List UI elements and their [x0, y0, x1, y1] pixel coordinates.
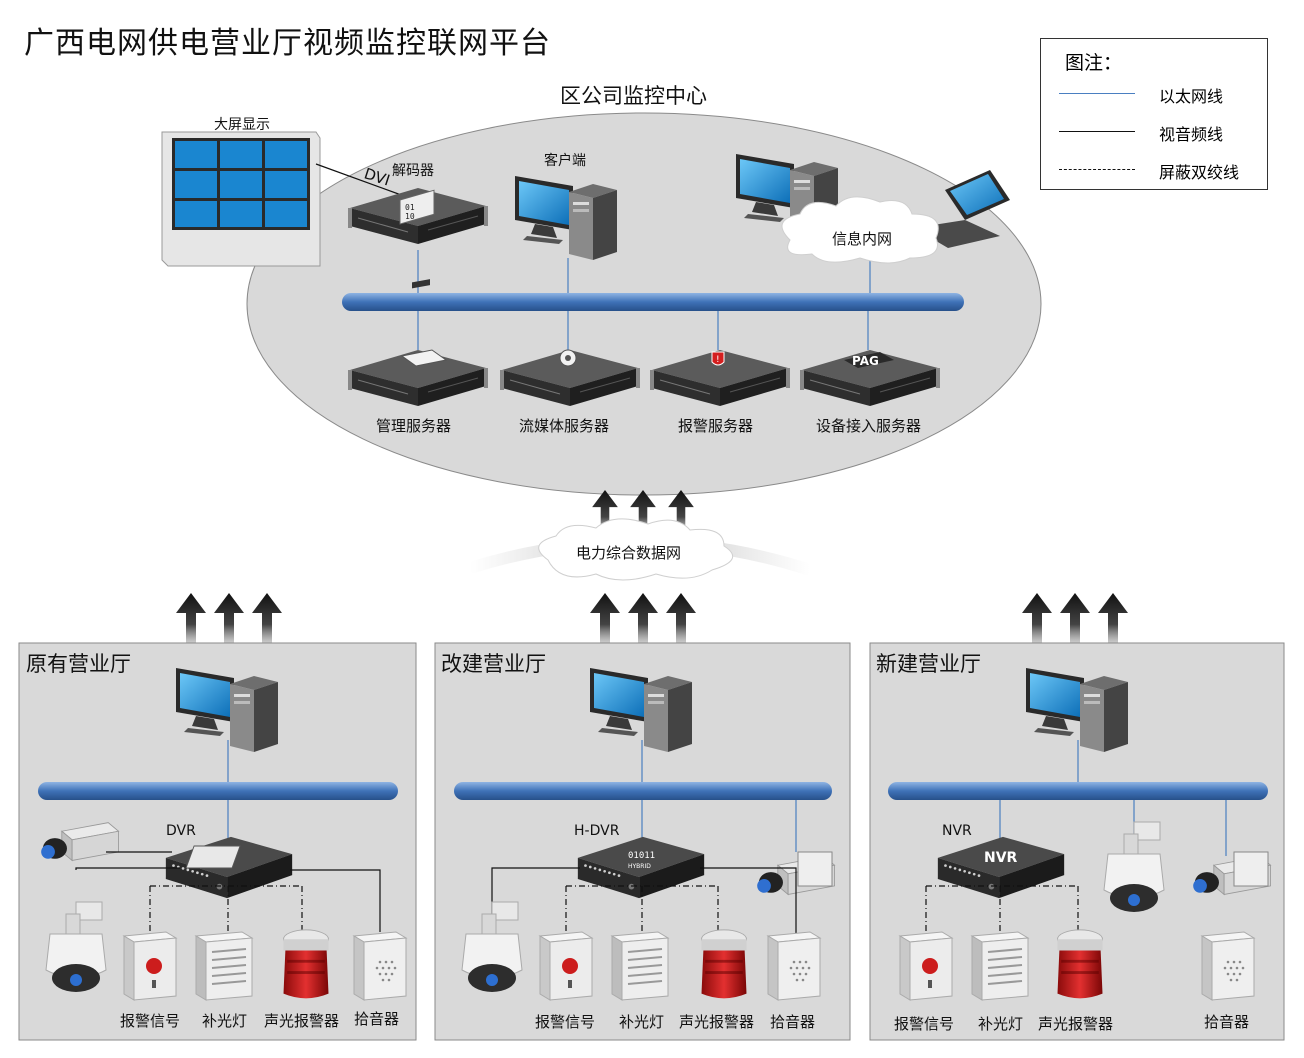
- hall3-recorder-label: NVR: [942, 823, 972, 839]
- hall3-device-siren: 声光报警器: [1038, 1015, 1114, 1033]
- hall3-device-alarm: 报警信号: [894, 1015, 955, 1033]
- server-label-alarm: 报警服务器: [678, 417, 754, 435]
- hall1-device-siren: 声光报警器: [264, 1012, 340, 1030]
- svg-text:NVR: NVR: [984, 850, 1018, 866]
- hall3-device-speaker: 拾音器: [1204, 1013, 1250, 1031]
- legend-label-shielded: 屏蔽双绞线: [1159, 163, 1240, 182]
- hall2-device-alarm: 报警信号: [535, 1013, 596, 1031]
- server-label-management: 管理服务器: [376, 417, 452, 435]
- dvi-cable: [315, 163, 405, 197]
- media-server-icon: [559, 349, 577, 367]
- server-label-access: 设备接入服务器: [816, 417, 922, 435]
- svg-text:10: 10: [405, 212, 415, 221]
- decoder-label: 解码器: [392, 163, 434, 179]
- intranet-label: 信息内网: [832, 230, 893, 248]
- svg-text:01011: 01011: [628, 851, 655, 861]
- page-title: 广西电网供电营业厅视频监控联网平台: [24, 26, 551, 61]
- data-network-cloud: [538, 518, 734, 581]
- hall3-device-light: 补光灯: [978, 1015, 1024, 1033]
- hall1-device-light: 补光灯: [202, 1012, 248, 1030]
- hall1-device-speaker: 拾音器: [354, 1010, 400, 1028]
- hall2-title: 改建营业厅: [441, 652, 546, 676]
- ie-icon: [797, 851, 833, 887]
- svg-text:HYBRID: HYBRID: [628, 863, 651, 870]
- hall1-contents: [38, 668, 407, 1001]
- legend-label-av: 视音频线: [1159, 125, 1224, 144]
- legend-item-shielded: 屏蔽双绞线: [1059, 159, 1259, 182]
- hall1-device-alarm: 报警信号: [120, 1012, 181, 1030]
- legend-line-shielded: [1059, 169, 1135, 170]
- hall1-recorder-label: DVR: [166, 823, 196, 839]
- svg-text:PAG: PAG: [852, 354, 879, 368]
- center-ethernet-bus: [342, 293, 964, 311]
- hall1-title: 原有营业厅: [26, 652, 131, 676]
- monitoring-center-label: 区公司监控中心: [560, 84, 707, 108]
- hall2-device-siren: 声光报警器: [679, 1013, 755, 1031]
- hall2-device-light: 补光灯: [619, 1013, 665, 1031]
- big-screen-display: [161, 131, 321, 267]
- intranet-cloud: [781, 196, 939, 264]
- svg-text:01: 01: [405, 203, 415, 212]
- data-network-label: 电力综合数据网: [576, 544, 682, 562]
- server-label-media: 流媒体服务器: [519, 417, 610, 435]
- management-server-icon: [400, 279, 448, 367]
- legend-item-ethernet: 以太网线: [1059, 83, 1259, 106]
- legend-line-av: [1059, 131, 1135, 132]
- legend-label-ethernet: 以太网线: [1159, 87, 1224, 106]
- svg-text:!: !: [716, 355, 720, 365]
- hall2-contents: 01011 HYBRID: [454, 668, 836, 1001]
- big-screen-label: 大屏显示: [214, 117, 270, 133]
- alarm-server-icon: !: [711, 351, 725, 366]
- client-label: 客户端: [544, 153, 586, 169]
- legend: 图注： 以太网线 视音频线 屏蔽双绞线: [1040, 38, 1268, 190]
- hall3-title: 新建营业厅: [876, 652, 981, 676]
- legend-item-av: 视音频线: [1059, 121, 1259, 144]
- pag-server-icon: PAG: [844, 352, 894, 368]
- hall2-device-speaker: 拾音器: [770, 1013, 816, 1031]
- legend-line-ethernet: [1059, 93, 1135, 94]
- legend-title: 图注：: [1065, 52, 1123, 74]
- hall2-recorder-label: H-DVR: [574, 823, 620, 839]
- hall3-contents: NVR: [888, 668, 1272, 1001]
